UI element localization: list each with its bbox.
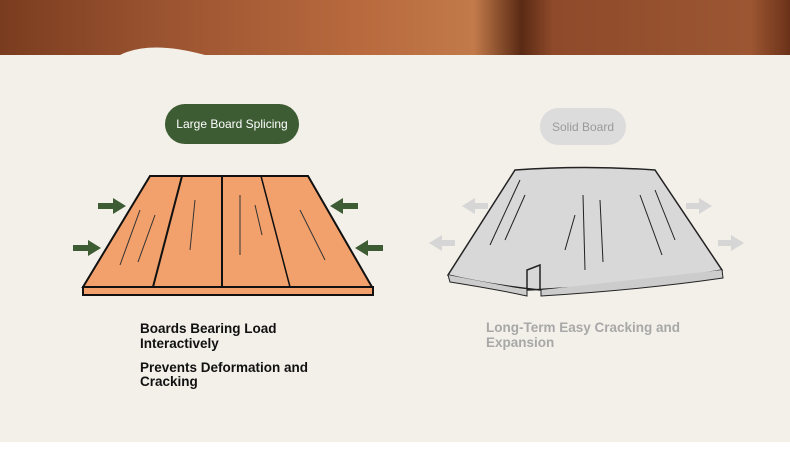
solid-board [446,166,724,297]
large-board-splicing-label: Large Board Splicing [165,104,299,144]
arrow-icons [73,198,383,256]
left-point-1: Boards Bearing Load Interactively [140,321,277,351]
left-point-2: Prevents Deformation and Cracking [140,360,309,389]
solid-board-label: Solid Board [540,108,626,145]
right-point-1: Long-Term Easy Cracking and Expansion [486,320,681,350]
expansion-arrow-icons [429,198,744,251]
spliced-board [81,175,374,296]
wood-photo-banner [0,0,790,55]
